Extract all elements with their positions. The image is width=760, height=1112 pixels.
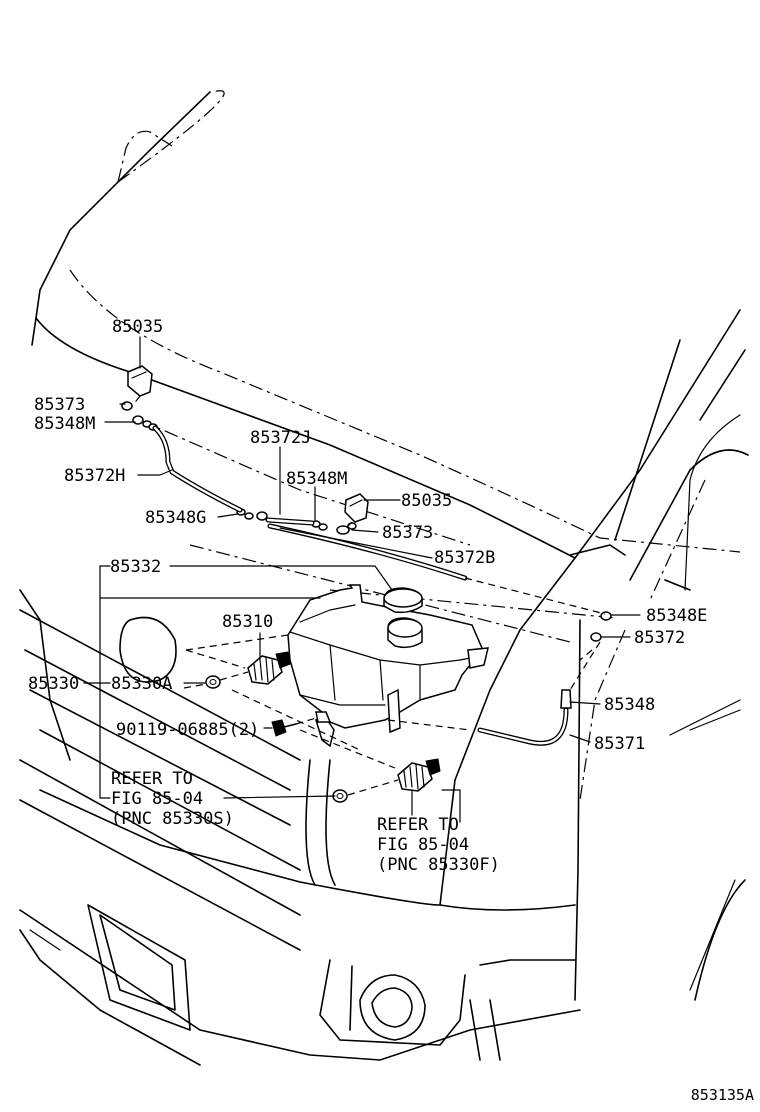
note-left-line-1: REFER TO	[111, 769, 193, 789]
label-85373-mid: 85373	[382, 523, 433, 543]
label-85035-upper: 85035	[112, 317, 163, 337]
label-85372j: 85372J	[250, 428, 311, 448]
note-right-line-1: REFER TO	[377, 815, 459, 835]
label-85372b: 85372B	[434, 548, 495, 568]
label-85348e: 85348E	[646, 606, 707, 626]
note-right-line-3: (PNC 85330F)	[377, 855, 500, 875]
label-bolt: 90119-06885(2)	[116, 720, 259, 740]
label-85373-upper: 85373	[34, 395, 85, 415]
label-85372: 85372	[634, 628, 685, 648]
label-85348m-mid: 85348M	[286, 469, 347, 489]
label-85330: 85330	[28, 674, 79, 694]
note-left-line-2: FIG 85-04	[111, 789, 203, 809]
washer-pump-front	[205, 651, 291, 689]
leader-lines	[83, 336, 641, 823]
washer-jar	[287, 584, 489, 748]
note-right-line-2: FIG 85-04	[377, 835, 469, 855]
note-left-line-3: (PNC 85330S)	[111, 809, 234, 829]
callout-labels: 85035 85373 85348M 85372H 85372J 85348M …	[28, 317, 754, 1104]
label-85348g: 85348G	[145, 508, 206, 528]
washer-hoses	[131, 395, 606, 746]
label-85348m-upper: 85348M	[34, 414, 95, 434]
label-85332: 85332	[110, 557, 161, 577]
vehicle-body-outline	[19, 90, 749, 1066]
label-85310: 85310	[222, 612, 273, 632]
nozzle-middle	[344, 493, 369, 523]
label-85372h: 85372H	[64, 466, 125, 486]
diagram-code: 853135A	[691, 1086, 754, 1104]
nozzle-upper	[127, 365, 153, 397]
bolt	[271, 719, 297, 737]
washer-pump-rear	[332, 758, 441, 803]
label-85330a: 85330A	[111, 674, 172, 694]
label-85371: 85371	[594, 734, 645, 754]
label-85348: 85348	[604, 695, 655, 715]
label-85035-mid: 85035	[401, 491, 452, 511]
assembly-lines	[183, 634, 471, 796]
